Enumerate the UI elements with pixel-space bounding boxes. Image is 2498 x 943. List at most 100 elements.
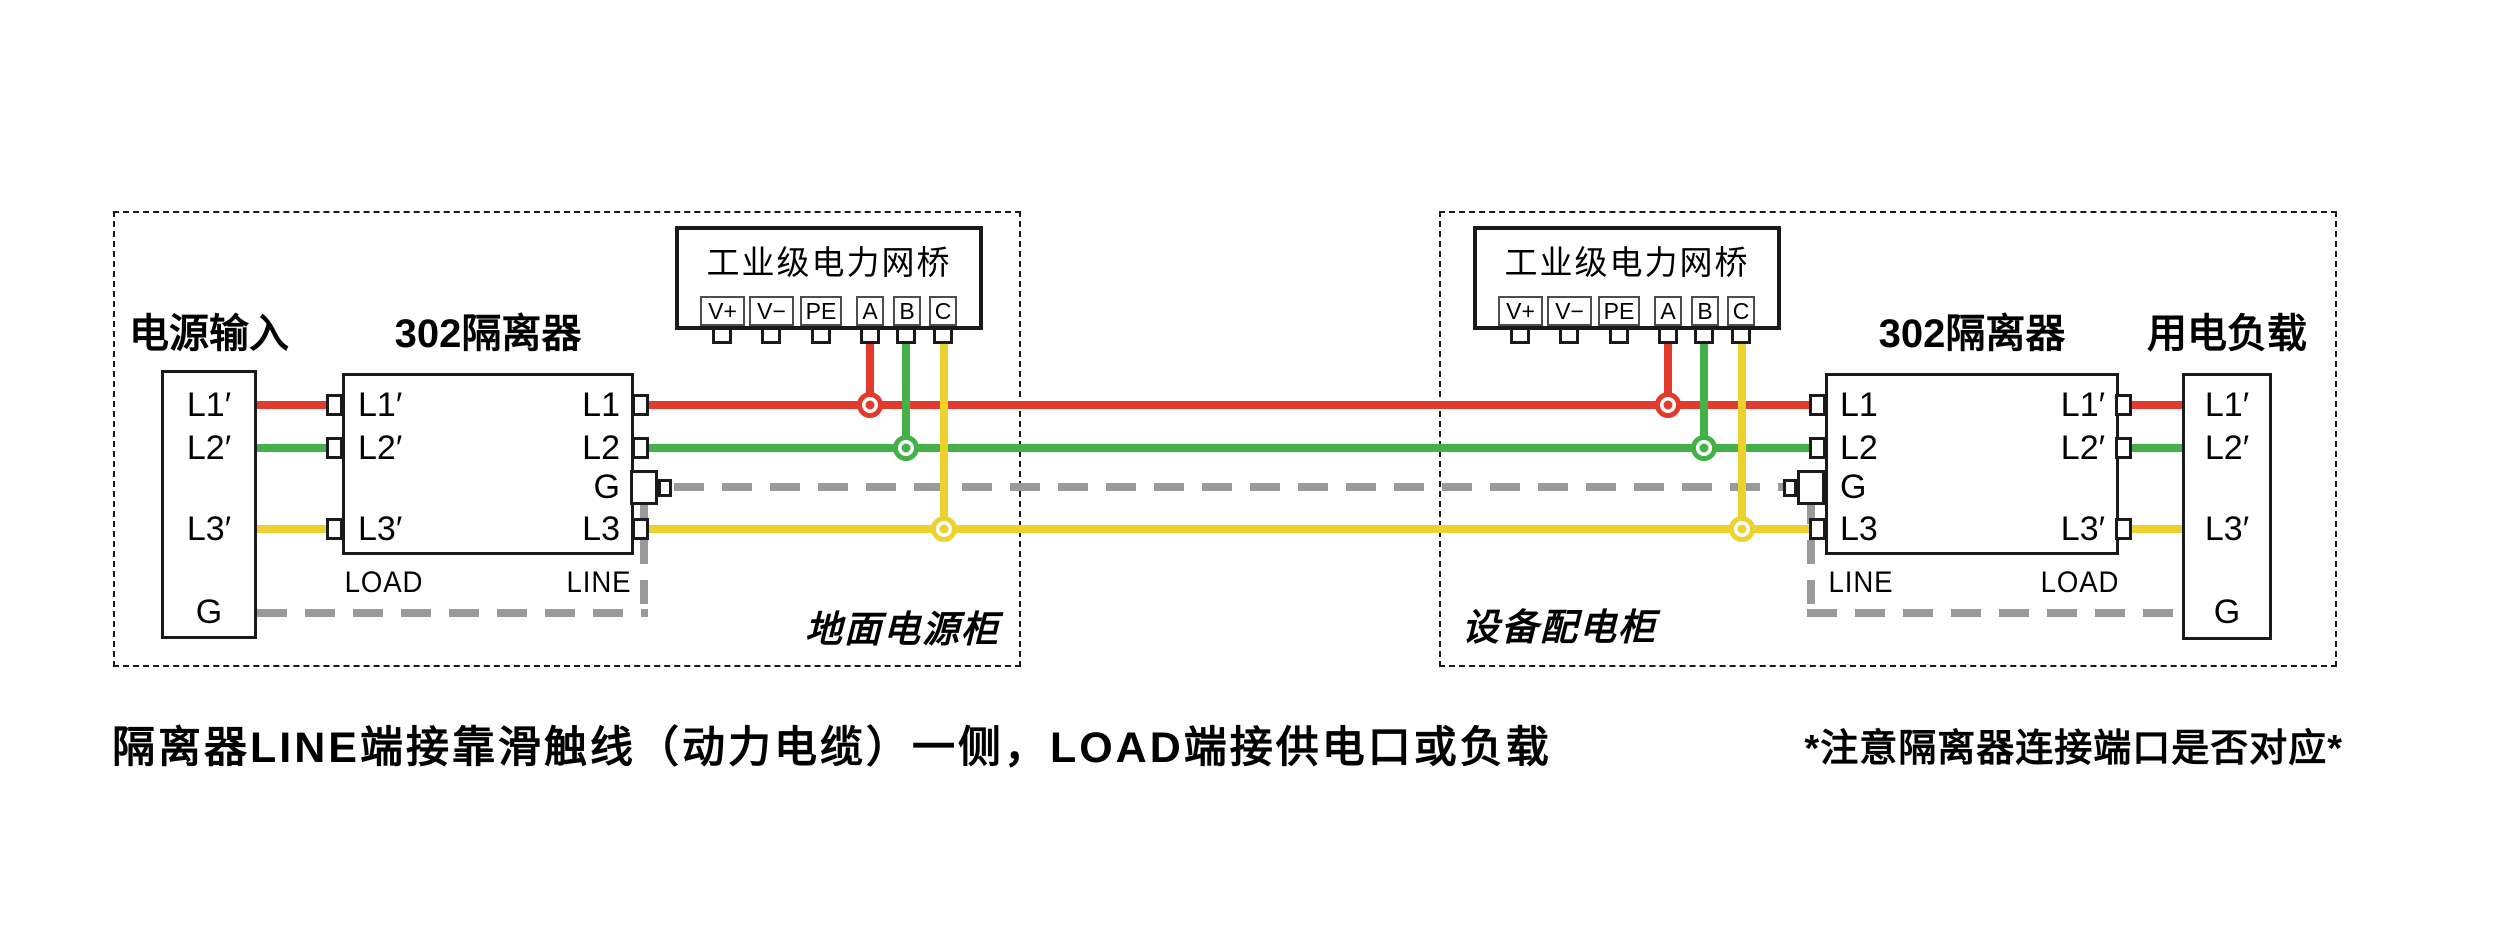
isolator-right-line-stub-l2 <box>1809 437 1826 459</box>
isolator-left-load-l2: L2′ <box>358 428 403 467</box>
isolator-right-load-label: LOAD <box>2040 566 2120 599</box>
bridge-left-stub-c <box>933 327 953 344</box>
junction-dot <box>901 443 911 453</box>
wire-bridge-right-a-drop <box>1664 341 1672 409</box>
wire-l1-source-segment <box>257 401 330 409</box>
bridge-right-stub-c <box>1731 327 1751 344</box>
isolator-left-load-l3: L3′ <box>358 509 403 548</box>
bridge-right-terminal-a: A <box>1654 296 1682 326</box>
note-text: *注意隔离器连接端口是否对应* <box>1804 727 2343 770</box>
isolator-right-load-l3: L3′ <box>2060 509 2105 548</box>
wire-ground-loop-left-horizontal <box>257 609 648 617</box>
wire-bridge-left-b-drop <box>902 341 910 452</box>
junction-l1-right <box>1655 392 1681 418</box>
isolator-right-load-stub-l1 <box>2115 394 2132 416</box>
wire-l2-bus <box>648 444 1812 452</box>
isolator-left-line-l1: L1 <box>582 385 620 424</box>
junction-l2-left <box>893 435 919 461</box>
isolator-left-title: 302隔离器 <box>394 312 582 356</box>
right-cabinet-label: 设备配电柜 <box>1462 607 1657 648</box>
isolator-left-load-stub-l3 <box>326 518 343 540</box>
bridge-left-stub-b <box>896 327 916 344</box>
isolator-right-load-l2: L2′ <box>2060 428 2105 467</box>
isolator-right-box <box>1825 373 2119 555</box>
caption-text: 隔离器LINE端接靠滑触线（动力电缆）一侧，LOAD端接供电口或负载 <box>112 724 1552 772</box>
junction-l3-right <box>1729 516 1755 542</box>
left-cabinet-boundary <box>113 211 1021 667</box>
wire-l1-bus <box>648 401 1812 409</box>
isolator-right-line-label: LINE <box>1828 566 1894 599</box>
load-terminal-l1: L1′ <box>2204 385 2250 424</box>
wire-bridge-right-b-drop <box>1700 341 1708 452</box>
power-input-box <box>161 370 257 639</box>
wire-l3-bus <box>648 525 1812 533</box>
isolator-right-load-stub-l3 <box>2115 518 2132 540</box>
wire-l3-load-segment <box>2128 525 2182 533</box>
wire-l1-load-segment <box>2128 401 2182 409</box>
isolator-left-load-stub-l1 <box>326 394 343 416</box>
isolator-right-ground-connector-tip <box>1783 479 1797 497</box>
isolator-left-line-stub-l1 <box>632 394 649 416</box>
power-terminal-l1: L1′ <box>186 385 232 424</box>
isolator-right-line-stub-l1 <box>1809 394 1826 416</box>
wire-ground-loop-left-vertical <box>640 500 648 617</box>
isolator-left-ground-connector-tip <box>658 479 672 497</box>
junction-dot <box>865 400 875 410</box>
isolator-left-line-stub-l3 <box>632 518 649 540</box>
power-input-title: 电源输入 <box>129 312 289 356</box>
wire-ground-loop-right-vertical <box>1807 500 1815 617</box>
bridge-left-terminal-c: C <box>929 296 957 326</box>
isolator-right-title: 302隔离器 <box>1878 312 2066 356</box>
bridge-right-title: 工业级电力网桥 <box>1504 244 1750 281</box>
bridge-left-stub-a <box>860 327 880 344</box>
isolator-left-line-l3: L3 <box>582 509 620 548</box>
wire-bridge-right-c-drop <box>1738 341 1746 533</box>
bridge-left-stub-vplus <box>712 327 732 344</box>
junction-dot <box>1737 524 1747 534</box>
junction-dot <box>939 524 949 534</box>
wire-l2-source-segment <box>257 444 330 452</box>
wire-l3-source-segment <box>257 525 330 533</box>
right-cabinet-boundary <box>1439 211 2337 667</box>
bridge-right-terminal-pe: PE <box>1598 296 1640 326</box>
isolator-left-line-stub-l2 <box>632 437 649 459</box>
power-terminal-l3: L3′ <box>186 509 232 548</box>
wire-bridge-left-a-drop <box>866 341 874 409</box>
bridge-left-stub-vminus <box>761 327 781 344</box>
isolator-right-line-g: G <box>1840 467 1867 506</box>
isolator-left-load-l1: L1′ <box>358 385 403 424</box>
isolator-left-load-stub-l2 <box>326 437 343 459</box>
bridge-left-terminal-vplus: V+ <box>700 296 745 326</box>
isolator-left-box <box>342 373 634 555</box>
bridge-right-stub-b <box>1694 327 1714 344</box>
load-terminal-l3: L3′ <box>2204 509 2250 548</box>
wire-bridge-left-c-drop <box>940 341 948 533</box>
isolator-right-load-l1: L1′ <box>2060 385 2105 424</box>
junction-dot <box>1699 443 1709 453</box>
isolator-right-ground-connector <box>1797 470 1825 505</box>
isolator-right-line-l3: L3 <box>1840 509 1878 548</box>
load-title: 用电负载 <box>2147 312 2307 356</box>
junction-dot <box>1663 400 1673 410</box>
bridge-left-terminal-vminus: V− <box>749 296 794 326</box>
isolator-right-load-stub-l2 <box>2115 437 2132 459</box>
isolator-right-line-l2: L2 <box>1840 428 1878 467</box>
bridge-right-stub-a <box>1658 327 1678 344</box>
bridge-right-terminal-c: C <box>1727 296 1755 326</box>
isolator-left-line-label: LINE <box>566 566 632 599</box>
isolator-left-line-l2: L2 <box>582 428 620 467</box>
junction-l2-right <box>1691 435 1717 461</box>
power-terminal-l2: L2′ <box>186 428 232 467</box>
wire-l2-load-segment <box>2128 444 2182 452</box>
junction-l1-left <box>857 392 883 418</box>
bridge-right-terminal-b: B <box>1691 296 1719 326</box>
load-terminal-g: G <box>2213 592 2241 631</box>
load-terminal-l2: L2′ <box>2204 428 2250 467</box>
isolator-right-line-stub-l3 <box>1809 518 1826 540</box>
bridge-right-stub-vminus <box>1559 327 1579 344</box>
junction-l3-left <box>931 516 957 542</box>
bridge-left-stub-pe <box>811 327 831 344</box>
isolator-left-ground-connector <box>630 470 658 505</box>
isolator-right-line-l1: L1 <box>1840 385 1878 424</box>
